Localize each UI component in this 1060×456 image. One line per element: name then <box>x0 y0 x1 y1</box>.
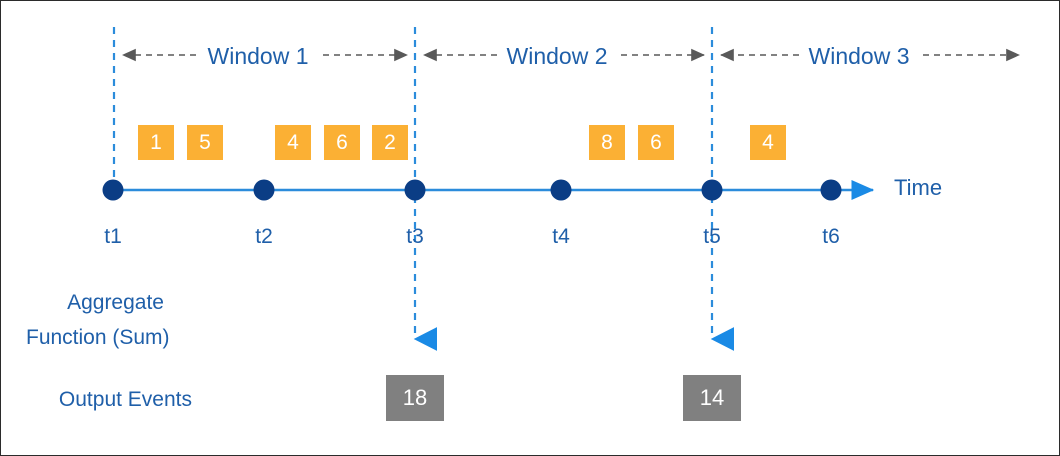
event-dot-t2 <box>253 179 275 201</box>
window-label-3: Window 3 <box>808 43 910 69</box>
event-dot-t5 <box>701 179 723 201</box>
output-event-box: 14 <box>683 375 741 421</box>
event-value-box: 4 <box>750 125 786 160</box>
event-dot-t4 <box>550 179 572 201</box>
tick-label-t2: t2 <box>255 225 273 248</box>
event-value-box: 6 <box>324 125 360 160</box>
event-value-box: 5 <box>187 125 223 160</box>
window-label-1: Window 1 <box>207 43 309 69</box>
event-value-box: 2 <box>372 125 408 160</box>
tick-label-t1: t1 <box>104 225 122 248</box>
event-dot-t6 <box>820 179 842 201</box>
window-label-2: Window 2 <box>506 43 608 69</box>
event-value-box: 8 <box>589 125 625 160</box>
event-dot-t3 <box>404 179 426 201</box>
output-event-box: 18 <box>386 375 444 421</box>
tick-label-t6: t6 <box>822 225 840 248</box>
tick-label-t5: t5 <box>703 225 721 248</box>
event-value-box: 1 <box>138 125 174 160</box>
time-axis <box>102 179 875 201</box>
event-dot-t1 <box>102 179 124 201</box>
event-value-box: 6 <box>638 125 674 160</box>
tick-label-t3: t3 <box>406 225 424 248</box>
aggregate-function-label-line2: Function (Sum) <box>26 326 170 349</box>
time-axis-label: Time <box>894 175 943 200</box>
aggregate-function-label-line1: Aggregate <box>67 291 164 314</box>
event-value-box: 4 <box>275 125 311 160</box>
output-events-label: Output Events <box>58 388 192 411</box>
tick-label-t4: t4 <box>552 225 570 248</box>
